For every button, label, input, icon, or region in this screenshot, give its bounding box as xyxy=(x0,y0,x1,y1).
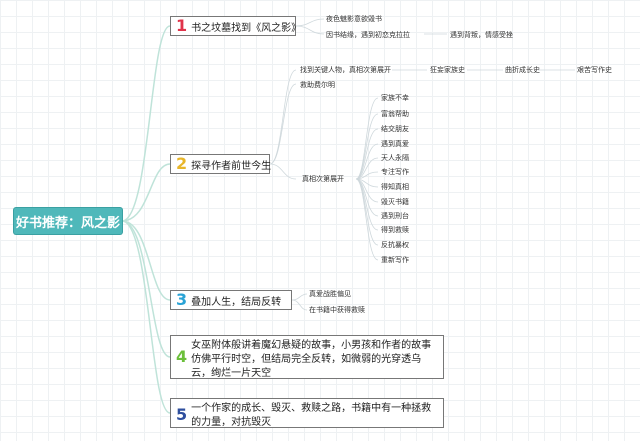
topic-2-box[interactable]: 2 探寻作者前世今生 xyxy=(170,154,272,174)
topic-2-event-11[interactable]: 反抗暴权 xyxy=(381,241,409,249)
topic-2-event-7[interactable]: 得知真相 xyxy=(381,183,409,191)
topic-2-event-1[interactable]: 家族不幸 xyxy=(381,94,409,102)
topic-1-label: 书之坟墓找到《风之影》 xyxy=(191,22,302,34)
topic-2-growth-history[interactable]: 曲折成长史 xyxy=(505,66,540,74)
topic-1-box[interactable]: 1 书之坟墓找到《风之影》 xyxy=(170,16,301,36)
topic-5-number: 5 xyxy=(176,405,188,424)
topic-2-event-9[interactable]: 遇到刑台 xyxy=(381,212,409,220)
topic-2-writing-history[interactable]: 艰苦写作史 xyxy=(577,66,612,74)
topic-5-box[interactable]: 5 一个作家的成长、毁灭、救赎之路，书籍中有一种拯救的力量，对抗毁灭 xyxy=(170,398,444,428)
topic-5-label: 一个作家的成长、毁灭、救赎之路，书籍中有一种拯救的力量，对抗毁灭 xyxy=(191,403,432,428)
topic-3-box[interactable]: 3 叠加人生，结局反转 xyxy=(170,290,292,310)
topic-4-label: 女巫附体般讲着魔幻悬疑的故事，小男孩和作者的故事仿佛平行时空，但结局完全反转，如… xyxy=(191,340,432,379)
topic-1-child-3[interactable]: 遇到背叛，情感受挫 xyxy=(450,31,513,39)
topic-1-child-1[interactable]: 夜色魅影意欲毁书 xyxy=(326,15,382,23)
topic-2-truth[interactable]: 真相次第展开 xyxy=(302,175,344,183)
topic-2-event-2[interactable]: 富翁帮助 xyxy=(381,110,409,118)
topic-2-event-4[interactable]: 遇到真爱 xyxy=(381,140,409,148)
topic-2-label: 探寻作者前世今生 xyxy=(191,160,272,172)
topic-3-child-1[interactable]: 真爱战胜偏见 xyxy=(309,290,351,298)
topic-4-box[interactable]: 4 女巫附体般讲着魔幻悬疑的故事，小男孩和作者的故事仿佛平行时空，但结局完全反转… xyxy=(170,335,444,379)
topic-2-number: 2 xyxy=(176,154,188,173)
topic-2-event-10[interactable]: 得到救赎 xyxy=(381,226,409,234)
topic-2-child-clue[interactable]: 找到关键人物，真相次第展开 xyxy=(300,66,391,74)
topic-1-child-2[interactable]: 因书结缘，遇到初恋克拉拉 xyxy=(326,31,410,39)
topic-3-number: 3 xyxy=(176,290,188,309)
topic-2-family-history[interactable]: 狂妄家族史 xyxy=(430,66,465,74)
topic-2-event-12[interactable]: 重新写作 xyxy=(381,256,409,264)
topic-2-event-6[interactable]: 专注写作 xyxy=(381,168,409,176)
topic-4-number: 4 xyxy=(176,347,188,366)
topic-2-event-3[interactable]: 结交朋友 xyxy=(381,125,409,133)
topic-2-event-5[interactable]: 天人永隔 xyxy=(381,154,409,162)
topic-2-rescue[interactable]: 救助费尔明 xyxy=(300,81,335,89)
root-topic[interactable]: 好书推荐：风之影 xyxy=(14,208,122,234)
topic-3-label: 叠加人生，结局反转 xyxy=(191,296,282,308)
topic-2-event-8[interactable]: 毁灭书籍 xyxy=(381,198,409,206)
topic-3-child-2[interactable]: 在书籍中获得救赎 xyxy=(309,306,365,314)
topic-1-number: 1 xyxy=(176,16,188,35)
